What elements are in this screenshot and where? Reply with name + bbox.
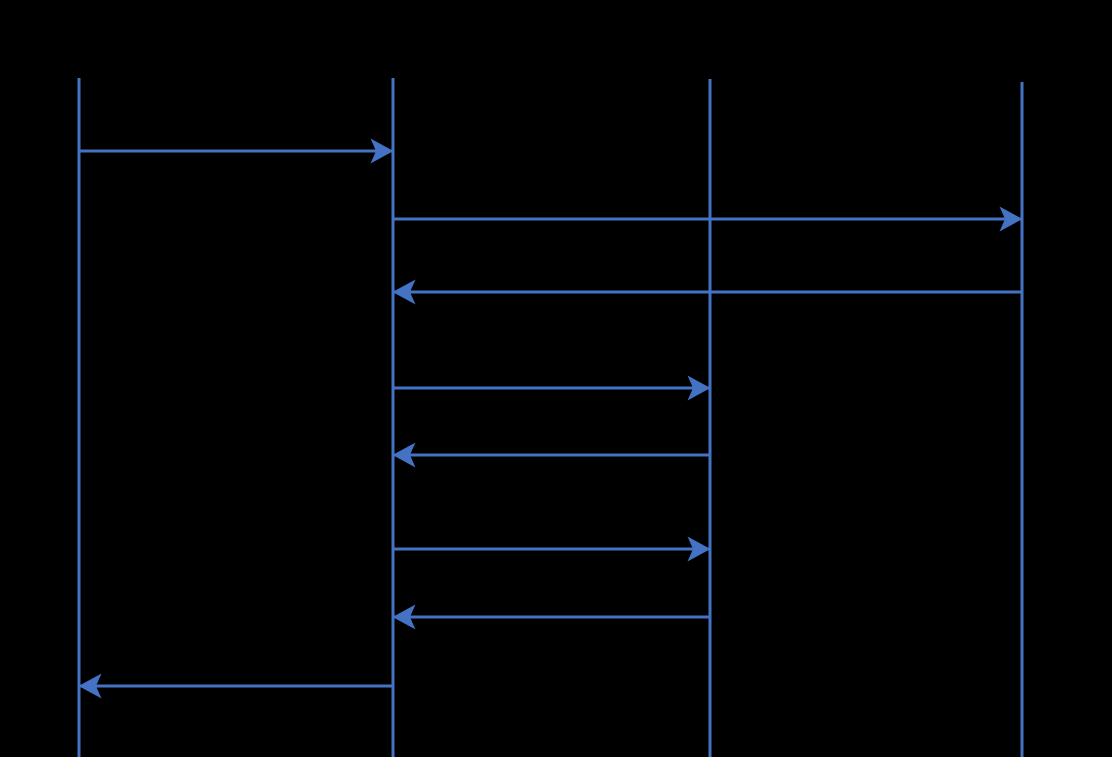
sequence-diagram-stage (77, 78, 1024, 757)
page-background: { "canvas": { "width": 1112, "height": 7… (77, 78, 1024, 757)
sequence-diagram (77, 78, 1024, 757)
